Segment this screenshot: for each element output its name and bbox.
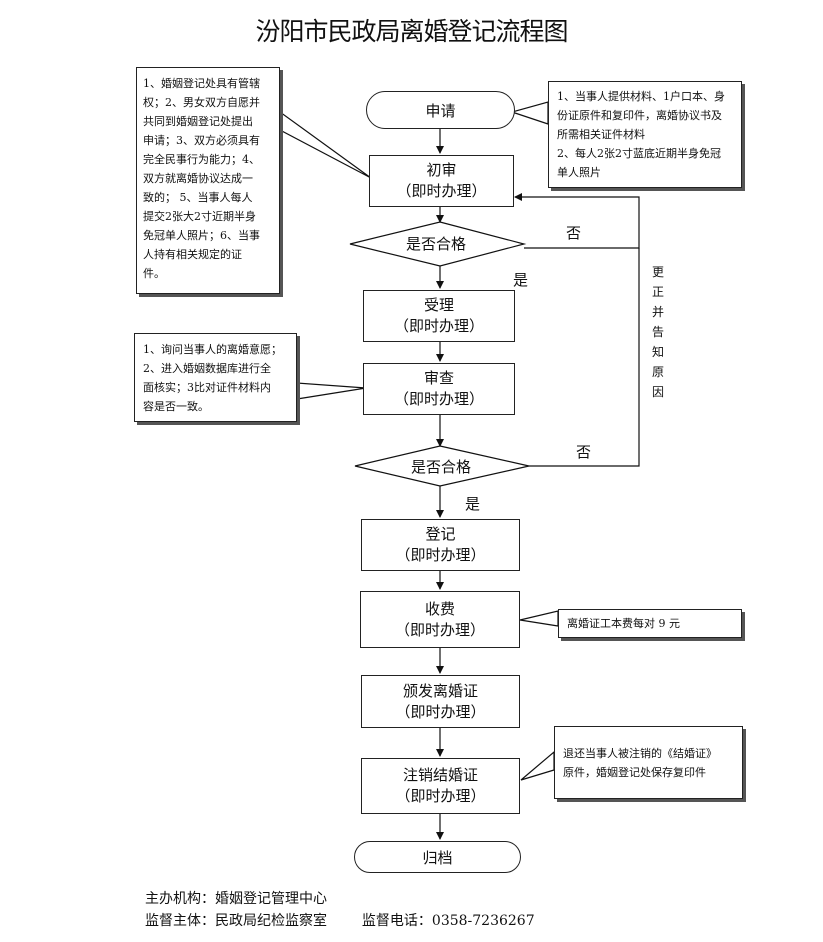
callout-pointer-materials (509, 101, 549, 125)
note-line: 退还当事人被注销的《结婚证》 (563, 746, 717, 760)
node-examine: 审查 （即时办理） (363, 363, 515, 415)
note-line: 1、询问当事人的离婚意愿； (143, 342, 282, 356)
correction-char: 原 (651, 365, 664, 379)
arrow-not-compliant-return (529, 248, 640, 467)
note-line: 容是否一致。 (143, 399, 209, 413)
node-examine-sub: （即时办理） (393, 390, 484, 408)
footer-supervisor: 监督主体：民政局纪检监察室 监督电话：0358-7236267 (145, 910, 535, 930)
node-issue-title: 颁发离婚证 (402, 681, 478, 700)
node-accept-sub: （即时办理） (393, 317, 484, 335)
decision-qualified-label: 是否合格 (405, 235, 466, 253)
callout-pointer-inquiry (296, 382, 367, 400)
edge-label-no-2: 否 (576, 443, 592, 461)
note-materials: 1、当事人提供材料、1户口本、身 份证原件和复印件，离婚协议书及 所需相关证件材… (548, 81, 742, 188)
footer-phone-value: 0358-7236267 (431, 913, 535, 929)
node-archive-label: 归档 (422, 848, 453, 867)
node-cancel-sub: （即时办理） (395, 787, 486, 805)
callout-pointer-jurisdiction (279, 110, 372, 179)
note-line: 份证原件和复印件，离婚协议书及 (557, 109, 722, 122)
footer-host-value: 婚姻登记管理中心 (215, 891, 327, 907)
page-title: 汾阳市民政局离婚登记流程图 (255, 17, 568, 46)
note-line: 申请；3、双方必须具有 (143, 134, 260, 147)
note-jurisdiction: 1、婚姻登记处具有管辖 权；2、男女双方自愿并 共同到婚姻登记处提出 申请；3、… (136, 67, 280, 294)
note-line: 单人照片 (557, 166, 601, 179)
note-line: 致的； 5、当事人每人 (143, 191, 253, 204)
footer-host-label: 主办机构： (145, 891, 215, 907)
note-line: 1、婚姻登记处具有管辖 (143, 77, 260, 90)
node-issue-certificate: 颁发离婚证 （即时办理） (361, 675, 520, 728)
note-fee: 离婚证工本费每对 9 元 (558, 609, 742, 638)
node-register: 登记 （即时办理） (361, 519, 520, 571)
footer-host: 主办机构：婚姻登记管理中心 (145, 888, 327, 908)
node-cancel-title: 注销结婚证 (402, 766, 478, 784)
node-register-sub: （即时办理） (395, 546, 486, 564)
callout-pointer-cancel (520, 750, 555, 781)
note-line: 共同到婚姻登记处提出 (143, 115, 253, 128)
note-line: 提交2张大2寸近期半身 (143, 210, 256, 223)
node-fee-sub: （即时办理） (394, 620, 485, 639)
correction-char: 知 (651, 345, 664, 359)
arrow-not-qualified-return (514, 193, 640, 249)
node-accept-title: 受理 (423, 296, 454, 314)
node-archive: 归档 (354, 841, 521, 873)
note-line: 原件，婚姻登记处保存复印件 (563, 765, 706, 779)
note-cancel: 退还当事人被注销的《结婚证》 原件，婚姻登记处保存复印件 (554, 726, 743, 799)
edge-label-yes-2: 是 (465, 495, 481, 513)
note-line: 面核实；3比对证件材料内 (143, 380, 271, 394)
node-initial-review-title: 初审 (426, 161, 457, 179)
note-line: 2、进入婚姻数据库进行全 (143, 361, 271, 375)
node-fee-title: 收费 (424, 599, 455, 618)
node-issue-sub: （即时办理） (395, 702, 486, 721)
node-fee: 收费 （即时办理） (360, 591, 520, 648)
note-line: 双方就离婚协议达成一 (143, 172, 253, 185)
footer-supervisor-label: 监督主体： (145, 913, 215, 929)
node-apply: 申请 (366, 91, 515, 129)
correction-char: 因 (651, 385, 664, 399)
node-examine-title: 审查 (423, 369, 454, 387)
callout-pointer-fee (519, 610, 559, 627)
correction-char: 正 (651, 285, 664, 299)
note-inquiry: 1、询问当事人的离婚意愿； 2、进入婚姻数据库进行全 面核实；3比对证件材料内 … (134, 333, 297, 422)
note-line: 权；2、男女双方自愿并 (143, 96, 260, 109)
node-initial-review: 初审 （即时办理） (369, 155, 514, 207)
decision-compliant-label: 是否合格 (410, 458, 471, 476)
note-line: 1、当事人提供材料、1户口本、身 (557, 90, 725, 103)
note-line: 离婚证工本费每对 9 元 (567, 617, 680, 630)
node-cancel-marriage-certificate: 注销结婚证 （即时办理） (361, 758, 520, 814)
node-initial-review-sub: （即时办理） (396, 182, 487, 200)
correction-label: 更 正 并 告 知 原 因 (650, 262, 666, 402)
node-register-title: 登记 (425, 525, 456, 543)
footer-supervisor-value: 民政局纪检监察室 (215, 913, 327, 929)
footer-phone-label: 监督电话： (361, 913, 432, 929)
note-line: 2、每人2张2寸蓝底近期半身免冠 (557, 147, 721, 160)
correction-char: 并 (651, 305, 664, 319)
note-line: 件。 (143, 267, 165, 280)
edge-label-no-1: 否 (566, 224, 582, 242)
correction-char: 告 (651, 325, 664, 339)
note-line: 所需相关证件材料 (557, 128, 645, 141)
note-line: 人持有相关规定的证 (143, 248, 242, 261)
node-apply-label: 申请 (425, 101, 456, 120)
edge-label-yes-1: 是 (513, 271, 529, 289)
correction-char: 更 (651, 265, 664, 279)
node-accept: 受理 （即时办理） (363, 290, 515, 342)
note-line: 完全民事行为能力；4、 (143, 153, 260, 166)
note-line: 免冠单人照片；6、当事 (143, 229, 260, 242)
decision-qualified-shape (349, 221, 527, 267)
decision-compliant-shape (354, 445, 530, 487)
